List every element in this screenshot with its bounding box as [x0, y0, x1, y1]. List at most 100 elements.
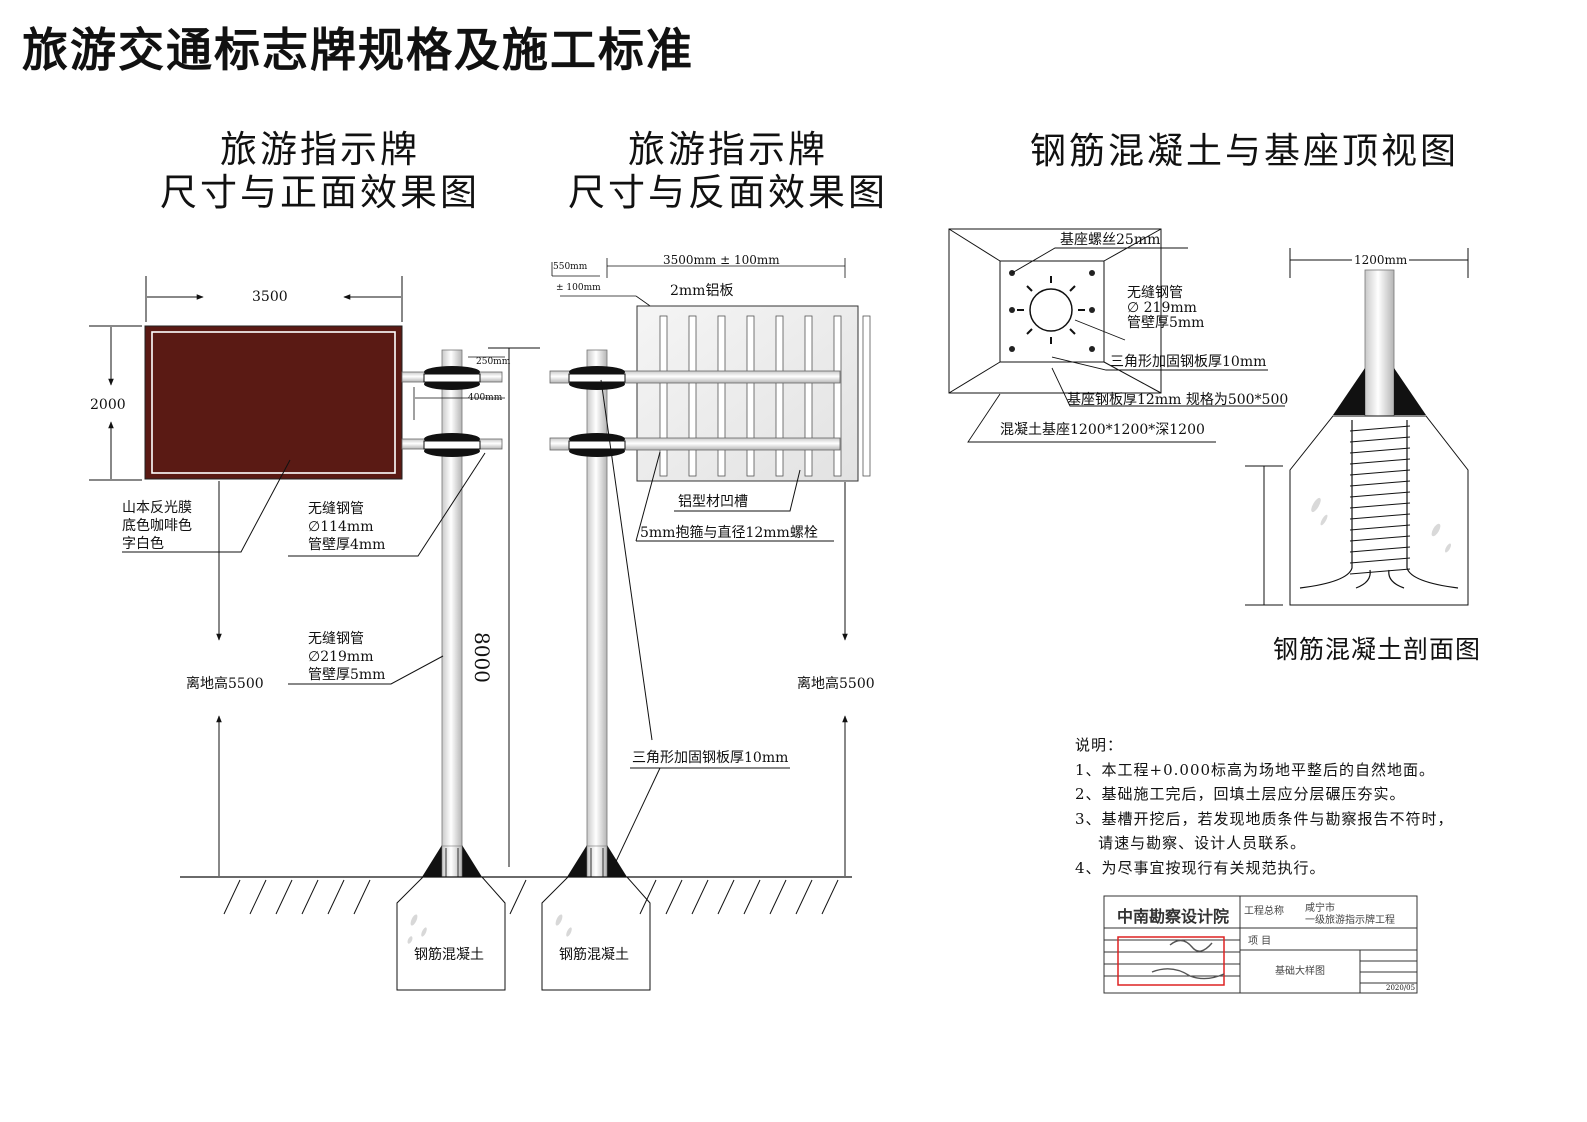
small-pipe-line2: ∅114mm — [308, 519, 374, 535]
back-footing — [541, 876, 651, 991]
big-pipe-line1: 无缝钢管 — [308, 631, 364, 647]
back-pole — [586, 349, 608, 878]
groove-label: 铝型材凹槽 — [678, 494, 748, 510]
ground-hatch-line — [769, 879, 787, 915]
section-view — [1245, 248, 1469, 606]
front-footing-label: 钢筋混凝土 — [414, 947, 484, 963]
aluminium-slat — [746, 315, 755, 477]
back-left-dim-2: ± 100mm — [556, 283, 601, 293]
base-plate-label: 基座钢板厚12mm 规格为500*500 — [1067, 392, 1289, 408]
aluminium-slat — [659, 315, 668, 477]
aluminium-slat — [688, 315, 697, 477]
big-pipe-line3: 管壁厚5mm — [308, 667, 386, 683]
rebar-coil-turn — [1349, 513, 1411, 520]
top-view-title: 钢筋混凝土与基座顶视图 — [1030, 131, 1460, 172]
back-gusset — [567, 845, 627, 878]
note-item: 1、本工程+0.000标高为场地平整后的自然地面。 — [1075, 760, 1436, 779]
rebar-coil-turn — [1349, 535, 1411, 542]
rebar-coil-turn — [1349, 524, 1411, 531]
ground-hatch-line — [353, 879, 371, 915]
front-footing — [396, 876, 506, 991]
film-note-line1: 山本反光膜 — [122, 500, 192, 516]
approval-stamp — [1117, 936, 1225, 986]
arm-dim-400: 400mm — [468, 393, 503, 403]
ground-hatch-line — [301, 879, 319, 915]
ground-hatch-line — [639, 879, 657, 915]
back-section-title: 旅游指示牌 尺寸与反面效果图 — [568, 128, 888, 214]
note-item: 4、为尽事宜按现行有关规范执行。 — [1075, 858, 1326, 877]
small-pipe-line1: 无缝钢管 — [308, 501, 364, 517]
aluminium-slat — [717, 315, 726, 477]
front-section-title-line1: 旅游指示牌 — [220, 128, 420, 171]
rebar-coil-turn — [1349, 502, 1411, 509]
ground-hatch-line — [509, 879, 527, 915]
drawing-date: 2020/05 — [1386, 984, 1416, 992]
front-section-title: 旅游指示牌 尺寸与正面效果图 — [160, 128, 480, 214]
ground-hatch-line — [249, 879, 267, 915]
ground-hatch-line — [717, 879, 735, 915]
front-section-title-line2: 尺寸与正面效果图 — [160, 171, 480, 214]
ground-hatch-line — [743, 879, 761, 915]
small-pipe-line3: 管壁厚4mm — [308, 537, 386, 553]
rebar-coil-turn — [1349, 557, 1411, 564]
rebar-coil — [1349, 425, 1411, 575]
back-slats — [659, 315, 871, 477]
ground-hatch-line — [223, 879, 241, 915]
title-block-org: 中南勘察设计院 — [1117, 907, 1230, 926]
front-arm-dims — [413, 356, 505, 420]
back-clearance-label: 离地高5500 — [797, 676, 875, 692]
back-top-dim: 3500mm ± 100mm — [663, 253, 780, 267]
front-pole — [441, 349, 463, 878]
back-leaders — [600, 379, 834, 871]
big-pipe-line2: ∅219mm — [308, 649, 374, 665]
back-section-title-line2: 尺寸与反面效果图 — [568, 171, 888, 214]
top-pipe-line1: 无缝钢管 — [1127, 285, 1183, 301]
section-view-title: 钢筋混凝土剖面图 — [1273, 635, 1482, 664]
top-pipe-line3: 管壁厚5mm — [1127, 315, 1205, 331]
front-sign-panel — [144, 325, 403, 480]
notes-heading: 说明： — [1075, 736, 1124, 754]
rebar-coil-turn — [1349, 546, 1411, 553]
page-title: 旅游交通标志牌规格及施工标准 — [22, 23, 694, 77]
film-note-line2: 底色咖啡色 — [122, 518, 192, 534]
arm-dim-250: 250mm — [476, 357, 511, 367]
top-gusset-label: 三角形加固钢板厚10mm — [1110, 354, 1267, 370]
back-left-dim-1: 550mm — [553, 262, 588, 272]
rebar-coil-turn — [1349, 447, 1411, 454]
bolt-label: 基座螺丝25mm — [1060, 232, 1161, 248]
aluminium-slat — [804, 315, 813, 477]
project-value-1: 咸宁市 — [1305, 903, 1335, 914]
ground-hatch-line — [275, 879, 293, 915]
back-gusset-label: 三角形加固钢板厚10mm — [632, 750, 789, 766]
project-value-2: 一级旅游指示牌工程 — [1305, 915, 1395, 926]
top-view — [948, 228, 1285, 443]
front-clamps — [423, 366, 481, 457]
rebar-coil-turn — [1349, 480, 1411, 487]
rebar-coil-turn — [1349, 568, 1411, 575]
ground-hatch-line — [327, 879, 345, 915]
front-height-label: 2000 — [90, 397, 126, 413]
ground-hatch — [223, 879, 839, 915]
rebar-coil-turn — [1349, 425, 1411, 432]
aluminium-slat — [862, 315, 871, 477]
rebar-coil-turn — [1349, 469, 1411, 476]
rebar-coil-turn — [1349, 436, 1411, 443]
top-pipe-line2: ∅ 219mm — [1127, 300, 1197, 316]
front-width-label: 3500 — [252, 289, 288, 305]
ground-hatch-line — [795, 879, 813, 915]
aluminium-slat — [775, 315, 784, 477]
front-gusset — [422, 845, 482, 878]
concrete-base-label: 混凝土基座1200*1200*深1200 — [1000, 422, 1205, 438]
front-view — [89, 276, 540, 991]
front-leaders — [122, 452, 486, 685]
small-pipe-note: 无缝钢管 ∅114mm 管壁厚4mm — [308, 500, 385, 554]
top-pipe-note: 无缝钢管 ∅ 219mm 管壁厚5mm — [1127, 286, 1204, 331]
project-label: 工程总称 — [1244, 906, 1284, 917]
back-section-title-line1: 旅游指示牌 — [628, 128, 828, 171]
front-height-dimension — [89, 325, 142, 481]
note-item: 请速与勘察、设计人员联系。 — [1075, 834, 1307, 852]
film-note-line3: 字白色 — [122, 536, 164, 552]
ground-hatch-line — [665, 879, 683, 915]
